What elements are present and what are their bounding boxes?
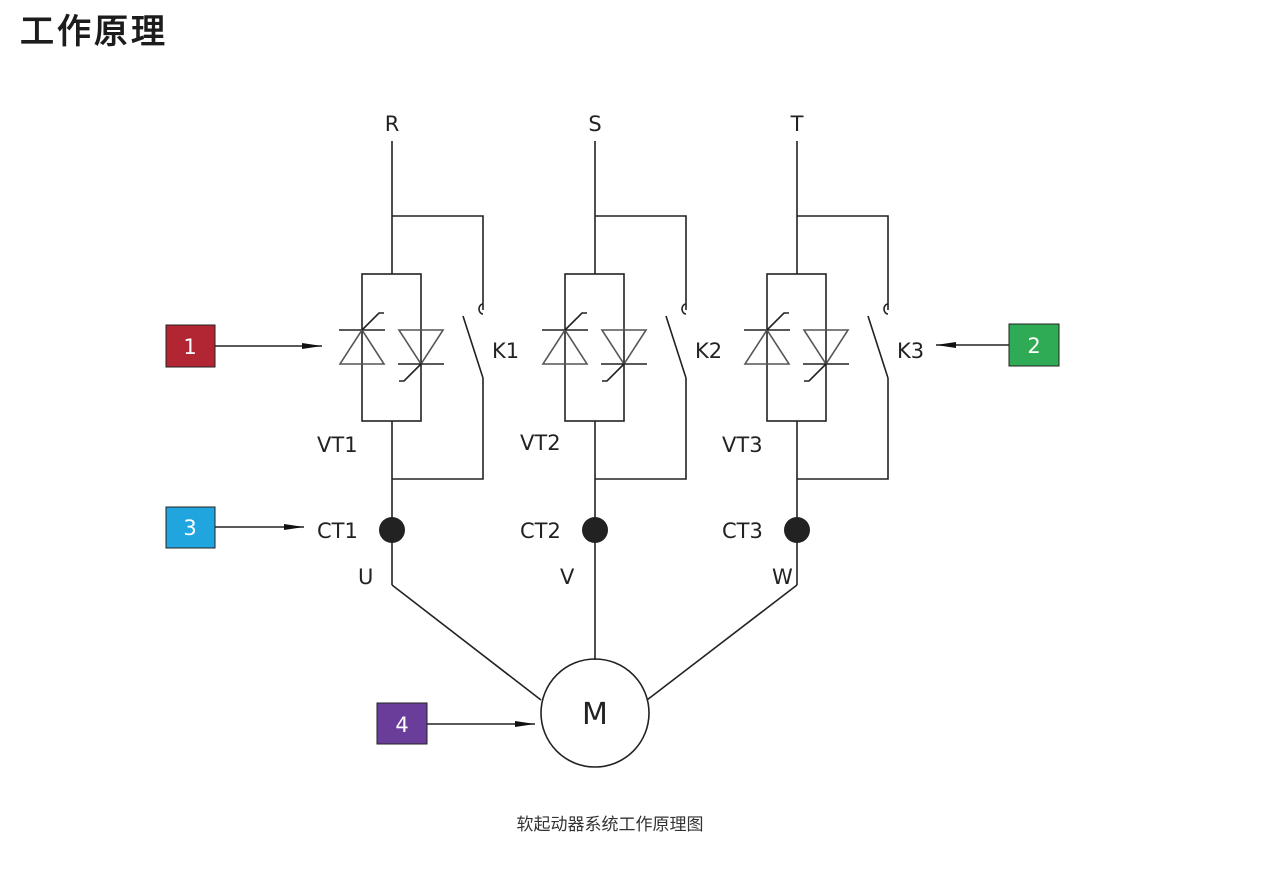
thyristor-box xyxy=(564,273,625,422)
contactor-label: K2 xyxy=(695,339,722,363)
contactor-label: K3 xyxy=(897,339,924,363)
thyristor-up-icon xyxy=(541,312,589,365)
callout-3: 3 xyxy=(165,506,304,549)
output-label: W xyxy=(772,565,793,589)
contactor-switch xyxy=(867,315,889,379)
page-title: 工作原理 xyxy=(20,12,168,52)
supply-label: T xyxy=(790,112,804,136)
motor-wire-w xyxy=(646,584,798,701)
bypass-wire-top xyxy=(797,215,889,310)
output-label: V xyxy=(560,565,575,589)
contactor-label: K1 xyxy=(492,339,519,363)
supply-label: S xyxy=(588,112,601,136)
callout-number: 2 xyxy=(1027,334,1040,358)
phase-branch-t: T K3 VT3 CT3 W xyxy=(722,112,924,589)
callout-number: 4 xyxy=(395,713,408,737)
output-label: U xyxy=(358,565,373,589)
thyristor-label: VT2 xyxy=(520,431,561,455)
contactor-switch xyxy=(462,315,484,379)
thyristor-label: VT3 xyxy=(722,433,763,457)
thyristor-label: VT1 xyxy=(317,433,358,457)
thyristor-down-icon xyxy=(802,329,850,382)
bypass-wire-bottom xyxy=(595,378,687,480)
motor: M xyxy=(540,658,650,768)
callout-2: 2 xyxy=(936,323,1060,367)
current-transformer-dot xyxy=(379,517,405,543)
callout-badge xyxy=(376,702,428,745)
motor-wire-u xyxy=(391,584,542,701)
callout-number: 3 xyxy=(183,516,196,540)
callout-badge xyxy=(1008,323,1060,367)
thyristor-box xyxy=(361,273,422,422)
contactor-switch xyxy=(665,315,687,379)
motor-label: M xyxy=(582,697,608,732)
ct-label: CT3 xyxy=(722,519,763,543)
diagram-caption: 软起动器系统工作原理图 xyxy=(516,815,704,835)
ct-label: CT2 xyxy=(520,519,561,543)
thyristor-down-icon xyxy=(397,329,445,382)
contact-hook xyxy=(681,303,687,315)
callout-badge xyxy=(165,506,216,549)
thyristor-up-icon xyxy=(338,312,386,365)
bypass-wire-bottom xyxy=(392,378,484,480)
bypass-wire-top xyxy=(595,215,687,310)
bypass-wire-bottom xyxy=(797,378,889,480)
supply-label: R xyxy=(385,112,400,136)
ct-label: CT1 xyxy=(317,519,358,543)
current-transformer-dot xyxy=(784,517,810,543)
phase-branch-s: S K2 VT2 CT2 V xyxy=(520,112,722,660)
callout-4: 4 xyxy=(376,702,535,745)
thyristor-up-icon xyxy=(743,312,791,365)
thyristor-down-icon xyxy=(600,329,648,382)
bypass-wire-top xyxy=(392,215,484,310)
callout-number: 1 xyxy=(183,335,196,359)
contact-hook xyxy=(883,303,889,315)
callout-1: 1 xyxy=(165,324,322,368)
thyristor-box xyxy=(766,273,827,422)
phase-branch-r: R K1 VT1 CT1 U xyxy=(317,112,519,589)
current-transformer-dot xyxy=(582,517,608,543)
contact-hook xyxy=(478,303,484,315)
